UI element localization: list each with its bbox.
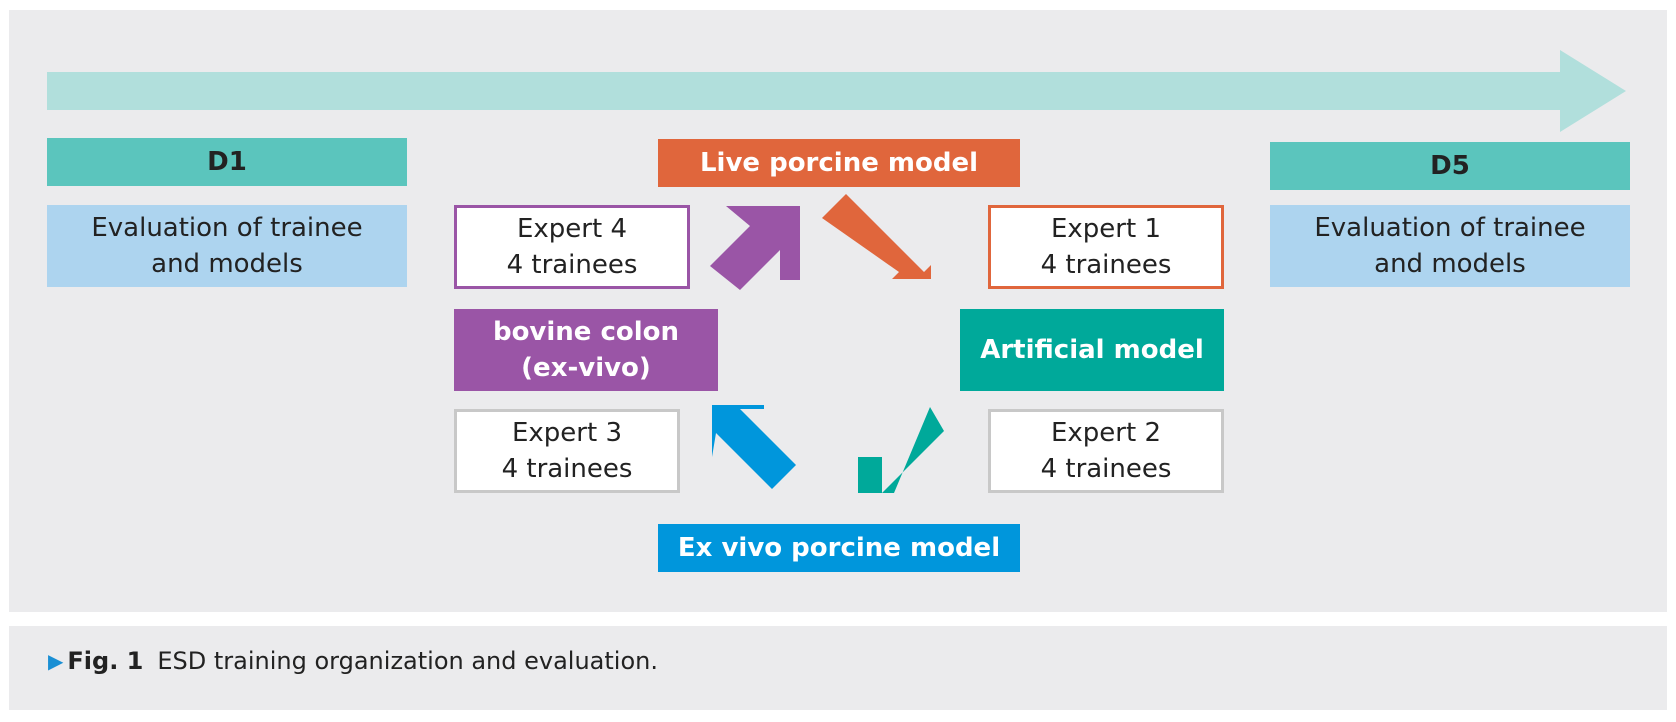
- arrow-right-to-bottom: [858, 407, 944, 493]
- d5-header: D5: [1270, 142, 1630, 190]
- expert-4-box: Expert 4 4 trainees: [454, 205, 690, 289]
- d5-evaluation: Evaluation of trainee and models: [1270, 205, 1630, 287]
- bovine-colon-label: bovine colon (ex-vivo): [492, 317, 680, 383]
- caption-marker-icon: ▶: [48, 649, 64, 673]
- arrow-top-to-right: [822, 194, 931, 279]
- live-porcine-model-label: Live porcine model: [699, 148, 979, 178]
- artificial-model-box: Artificial model: [960, 309, 1224, 391]
- d1-evaluation: Evaluation of trainee and models: [47, 205, 407, 287]
- ex-vivo-porcine-model-box: Ex vivo porcine model: [658, 524, 1020, 572]
- expert-4-label: Expert 4 4 trainees: [506, 214, 638, 280]
- d1-evaluation-text: Evaluation of trainee and models: [91, 213, 363, 279]
- timeline-arrow: [47, 50, 1626, 132]
- expert-2-label: Expert 2 4 trainees: [1040, 418, 1172, 484]
- figure-label: Fig. 1: [67, 647, 144, 675]
- expert-1-box: Expert 1 4 trainees: [988, 205, 1224, 289]
- caption-text: ESD training organization and evaluation…: [157, 647, 658, 675]
- expert-3-label: Expert 3 4 trainees: [501, 418, 633, 484]
- figure-caption: ▶ Fig. 1 ESD training organization and e…: [48, 647, 658, 675]
- caption-panel: [9, 626, 1667, 710]
- bovine-colon-box: bovine colon (ex-vivo): [454, 309, 718, 391]
- d1-label: D1: [207, 147, 247, 177]
- arrow-left-to-top: [710, 206, 800, 290]
- d5-label: D5: [1430, 151, 1470, 181]
- artificial-model-label: Artificial model: [980, 335, 1204, 365]
- expert-1-label: Expert 1 4 trainees: [1040, 214, 1172, 280]
- live-porcine-model-box: Live porcine model: [658, 139, 1020, 187]
- diagram-panel: [9, 10, 1667, 612]
- expert-3-box: Expert 3 4 trainees: [454, 409, 680, 493]
- expert-2-box: Expert 2 4 trainees: [988, 409, 1224, 493]
- ex-vivo-porcine-model-label: Ex vivo porcine model: [677, 533, 1001, 563]
- d1-header: D1: [47, 138, 407, 186]
- arrow-bottom-to-left: [712, 405, 796, 489]
- d5-evaluation-text: Evaluation of trainee and models: [1314, 213, 1586, 279]
